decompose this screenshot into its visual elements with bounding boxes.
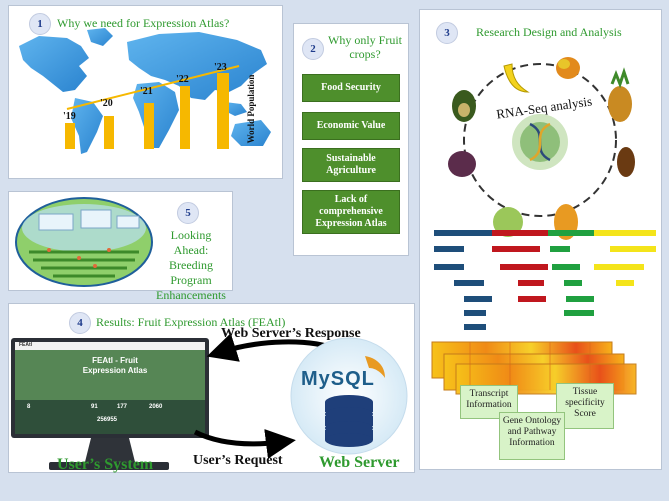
panel1-title: Why we need for Expression Atlas? xyxy=(57,16,230,30)
box-sustainable-agriculture: Sustainable Agriculture xyxy=(302,148,400,182)
panel-results: 4 Results: Fruit Expression Atlas (FEAtl… xyxy=(8,303,415,473)
screen-total: 256955 xyxy=(97,417,118,423)
year-label-2019: '19 xyxy=(63,111,76,122)
screen-stat-2: 91 xyxy=(91,404,98,410)
step-number-4: 4 xyxy=(69,312,91,334)
web-server-label: Web Server xyxy=(319,454,400,471)
web-server-illustration xyxy=(290,337,408,455)
world-map-icon xyxy=(19,28,271,154)
read-alignment-illustration xyxy=(434,230,656,330)
user-request-label: User’s Request xyxy=(193,453,283,468)
year-label-2023: '23 xyxy=(214,62,227,73)
panel-looking-ahead: 5 Looking Ahead: Breeding Program Enhanc… xyxy=(8,191,233,302)
population-bar-2020 xyxy=(104,116,114,149)
note-gene-ontology-pathway: Gene Ontology and Pathway Information xyxy=(499,412,565,460)
screen-brand: FEAtl xyxy=(19,342,33,348)
mysql-logo-text: MySQL xyxy=(301,368,375,390)
year-label-2020: '20 xyxy=(100,98,113,109)
screen-headline: FEAtl - Fruit Expression Atlas xyxy=(82,356,148,375)
box-food-security: Food Security xyxy=(302,74,400,102)
population-bar-2019 xyxy=(65,123,75,149)
web-server-response-label: Web Server’s Response xyxy=(221,326,361,341)
step-number-3: 3 xyxy=(436,22,458,44)
year-label-2022: '22 xyxy=(176,74,189,85)
panel3-title: Research Design and Analysis xyxy=(476,25,622,39)
year-label-2021: '21 xyxy=(140,86,153,97)
panel2-title: Why only Fruit crops? xyxy=(328,33,402,61)
note-tissue-specificity-score: Tissue specificity Score xyxy=(556,383,614,429)
monitor-illustration xyxy=(11,338,209,470)
panel-population: 1 Why we need for Expression Atlas? '19 … xyxy=(8,5,283,179)
panel5-title: Looking Ahead: Breeding Program Enhancem… xyxy=(156,228,226,302)
world-population-axis-label: World Population xyxy=(246,74,256,144)
population-bar-2023 xyxy=(217,73,229,149)
panel-research-design: 3 Research Design and Analysis RNA-Seq a… xyxy=(419,9,662,470)
panel4-title: Results: Fruit Expression Atlas (FEAtl) xyxy=(96,315,286,329)
greenhouse-field-illustration xyxy=(15,197,153,287)
step-number-1: 1 xyxy=(29,13,51,35)
box-lack-of-expression-atlas: Lack of comprehensive Expression Atlas xyxy=(302,190,400,234)
screen-stat-4: 2060 xyxy=(149,404,163,410)
panel-fruit-crops: 2 Why only Fruit crops? Food Security Ec… xyxy=(293,23,409,256)
fruit-circle-illustration xyxy=(448,57,635,240)
step-number-2: 2 xyxy=(302,38,324,60)
population-bar-2021 xyxy=(144,103,154,149)
screen-stat-1: 8 xyxy=(27,404,31,410)
box-economic-value: Economic Value xyxy=(302,112,400,140)
user-system-label: User’s System xyxy=(57,456,154,473)
population-bar-2022 xyxy=(180,86,190,149)
screen-stat-3: 177 xyxy=(117,404,128,410)
step-number-5: 5 xyxy=(177,202,199,224)
